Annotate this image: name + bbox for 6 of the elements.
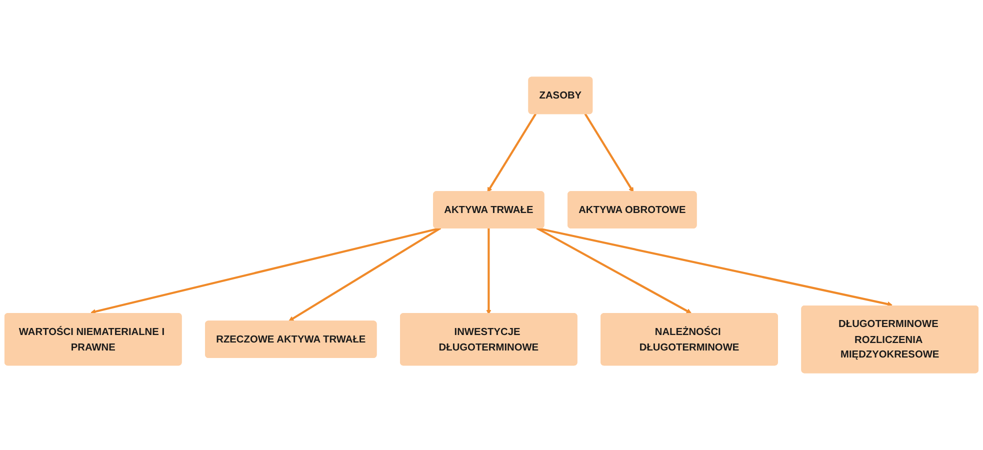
arrow (584, 113, 634, 192)
arrow (486, 228, 492, 315)
arrow (487, 113, 537, 192)
arrow (536, 227, 892, 307)
arrow (288, 227, 442, 322)
arrow (536, 227, 692, 314)
